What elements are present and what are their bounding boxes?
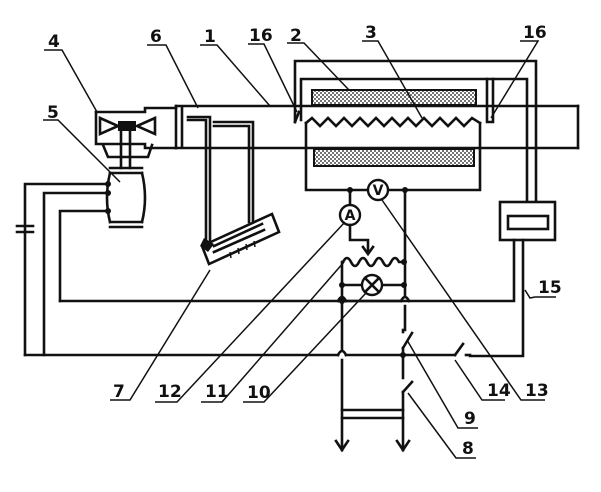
ammeter-symbol: A [345, 208, 356, 224]
motor-shaft [119, 129, 132, 170]
leader-lines [43, 40, 556, 459]
label-12: 12 [158, 382, 182, 402]
label-14: 14 [487, 381, 511, 401]
indicator-lamp [339, 273, 407, 297]
motor-lead-2 [42, 191, 107, 357]
capacitor [15, 224, 35, 234]
heater-switch [401, 328, 414, 357]
bus-bar [340, 408, 405, 420]
fan [94, 106, 178, 159]
ammeter: A [338, 188, 375, 257]
motor-lead-1 [23, 182, 107, 357]
inclined-manometer [200, 212, 281, 266]
thermocouple-left [293, 59, 538, 202]
label-5: 5 [47, 103, 59, 123]
label-10: 10 [247, 383, 271, 403]
ground-arrow-left [334, 439, 350, 453]
label-13: 13 [525, 381, 549, 401]
label-7: 7 [113, 382, 125, 402]
label-4: 4 [48, 32, 60, 52]
fan-switch [453, 342, 472, 357]
ground-arrow-right [395, 439, 411, 453]
label-9: 9 [464, 409, 476, 429]
label-15: 15 [538, 278, 562, 298]
insulation-layer [311, 89, 477, 167]
label-6: 6 [150, 27, 162, 47]
heating-element [304, 116, 482, 192]
label-1: 1 [204, 27, 216, 47]
label-16-left: 16 [249, 26, 273, 46]
voltmeter: V [366, 178, 390, 202]
label-11: 11 [205, 382, 229, 402]
label-2: 2 [290, 26, 302, 46]
label-8: 8 [462, 439, 474, 459]
main-switch [401, 353, 414, 452]
thermocouple-right [485, 77, 495, 124]
voltage-regulator [341, 256, 407, 268]
motor-lead-3 [58, 209, 107, 303]
label-3: 3 [365, 23, 377, 43]
voltmeter-symbol: V [373, 183, 384, 199]
pitot-tube [186, 115, 255, 242]
label-16-right: 16 [523, 23, 547, 43]
motor [105, 166, 147, 229]
